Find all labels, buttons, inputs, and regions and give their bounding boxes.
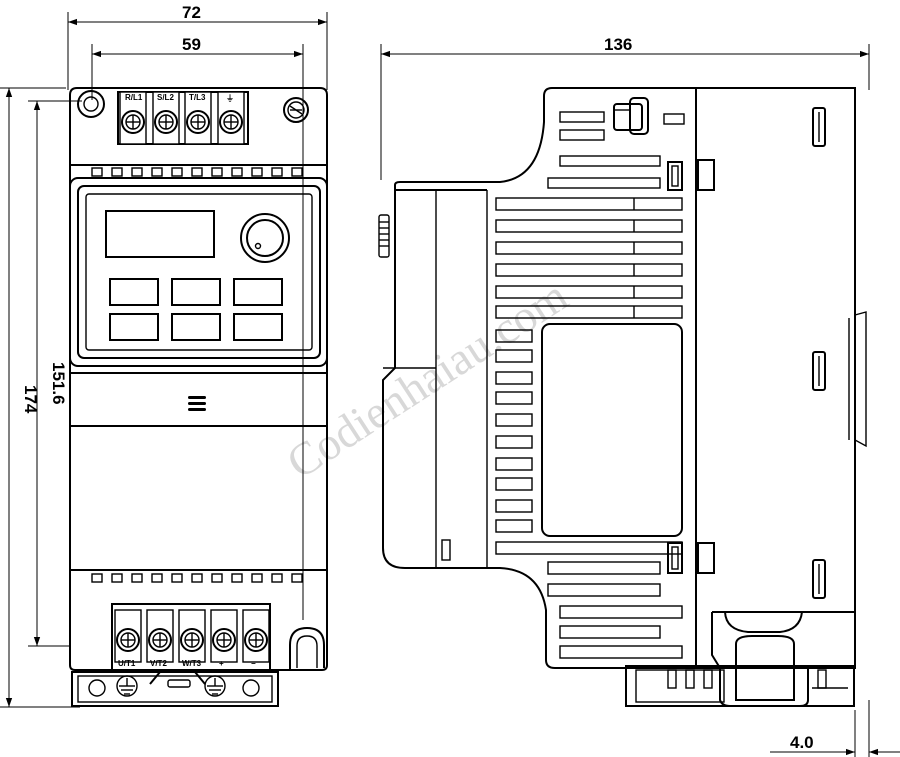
bottom-terminal-labels: U/T1 V/T2 W/T3 + −	[118, 659, 256, 668]
vent-bar	[495, 413, 533, 427]
vent-bar	[495, 457, 533, 471]
keypad-key	[171, 313, 221, 341]
vent-bar	[495, 285, 683, 299]
vent-slot	[271, 573, 283, 583]
vent-slot	[111, 167, 123, 177]
vent-slot	[211, 573, 223, 583]
vent-bar	[495, 219, 683, 233]
vent-bar	[495, 499, 533, 513]
vent-slot	[211, 167, 223, 177]
vent-bar	[559, 111, 605, 123]
vent-slot	[151, 167, 163, 177]
keypad-key	[109, 313, 159, 341]
keypad-key	[109, 278, 159, 306]
terminal-label-plus: +	[219, 659, 224, 668]
vent-bar	[495, 371, 533, 385]
vent-slot	[251, 573, 263, 583]
terminal-label-t: T/L3	[189, 93, 206, 102]
terminal-label-w: W/T3	[182, 659, 202, 668]
bottom-terminal-screws	[114, 609, 270, 663]
vent-slot	[131, 573, 143, 583]
ground-symbol-left-icon	[116, 675, 138, 697]
front-view	[69, 87, 328, 707]
vent-bar	[663, 113, 685, 125]
vent-slot	[251, 167, 263, 177]
vent-slot	[231, 167, 243, 177]
dim-side-depth: 136	[604, 35, 632, 54]
vent-slot	[291, 573, 303, 583]
vent-bar	[495, 329, 533, 343]
vent-slot	[151, 573, 163, 583]
terminal-label-s: S/L2	[157, 93, 174, 102]
vent-bar	[495, 519, 533, 533]
vent-bar	[495, 391, 533, 405]
vent-bar	[547, 561, 661, 575]
vent-slot	[91, 167, 103, 177]
vent-bar	[495, 541, 683, 555]
vent-bar	[559, 625, 661, 639]
vent-bar	[495, 241, 683, 255]
top-terminal-labels: R/L1 S/L2 T/L3 ⏚	[125, 93, 234, 103]
vent-bar	[495, 435, 533, 449]
vent-slot	[171, 573, 183, 583]
vent-bar	[559, 645, 683, 659]
terminal-label-r: R/L1	[125, 93, 143, 102]
vent-bar	[495, 349, 533, 363]
keypad-key	[233, 278, 283, 306]
side-view	[378, 87, 867, 707]
vent-bar	[547, 177, 661, 189]
dimension-lines	[0, 12, 900, 757]
vent-slot	[171, 167, 183, 177]
terminal-label-u: U/T1	[118, 659, 136, 668]
keypad-key	[171, 278, 221, 306]
vent-bar	[495, 263, 683, 277]
vent-slot	[111, 573, 123, 583]
vent-bar	[495, 197, 683, 211]
bottom-terminal-block	[111, 603, 271, 671]
vent-slot	[271, 167, 283, 177]
vent-bar	[559, 155, 661, 167]
vent-slot	[231, 573, 243, 583]
cover-latch-icon	[188, 396, 206, 411]
terminal-label-ground: ⏚	[226, 94, 234, 103]
vent-slot	[91, 573, 103, 583]
vent-slot	[291, 167, 303, 177]
vent-slot	[191, 167, 203, 177]
lcd-display	[105, 210, 215, 258]
top-terminal-block	[117, 91, 249, 145]
potentiometer-knob-icon	[240, 213, 290, 263]
vent-bar	[495, 305, 683, 319]
keypad-key	[233, 313, 283, 341]
terminal-label-minus: −	[251, 659, 256, 668]
vent-bar	[495, 477, 533, 491]
vent-slot	[191, 573, 203, 583]
ground-symbol-right-icon	[204, 675, 226, 697]
dim-rail-offset: 4.0	[790, 733, 814, 752]
terminal-label-v: V/T2	[150, 659, 167, 668]
dim-front-inner-width: 59	[182, 35, 201, 54]
vent-slot	[131, 167, 143, 177]
dim-front-height: 174	[21, 385, 40, 414]
top-terminal-screws	[119, 91, 245, 145]
dim-front-inner-height: 151.6	[49, 362, 68, 405]
dim-front-width: 72	[182, 3, 201, 22]
vent-bar	[559, 605, 683, 619]
vent-bar	[547, 583, 661, 597]
vent-bar	[559, 129, 605, 141]
